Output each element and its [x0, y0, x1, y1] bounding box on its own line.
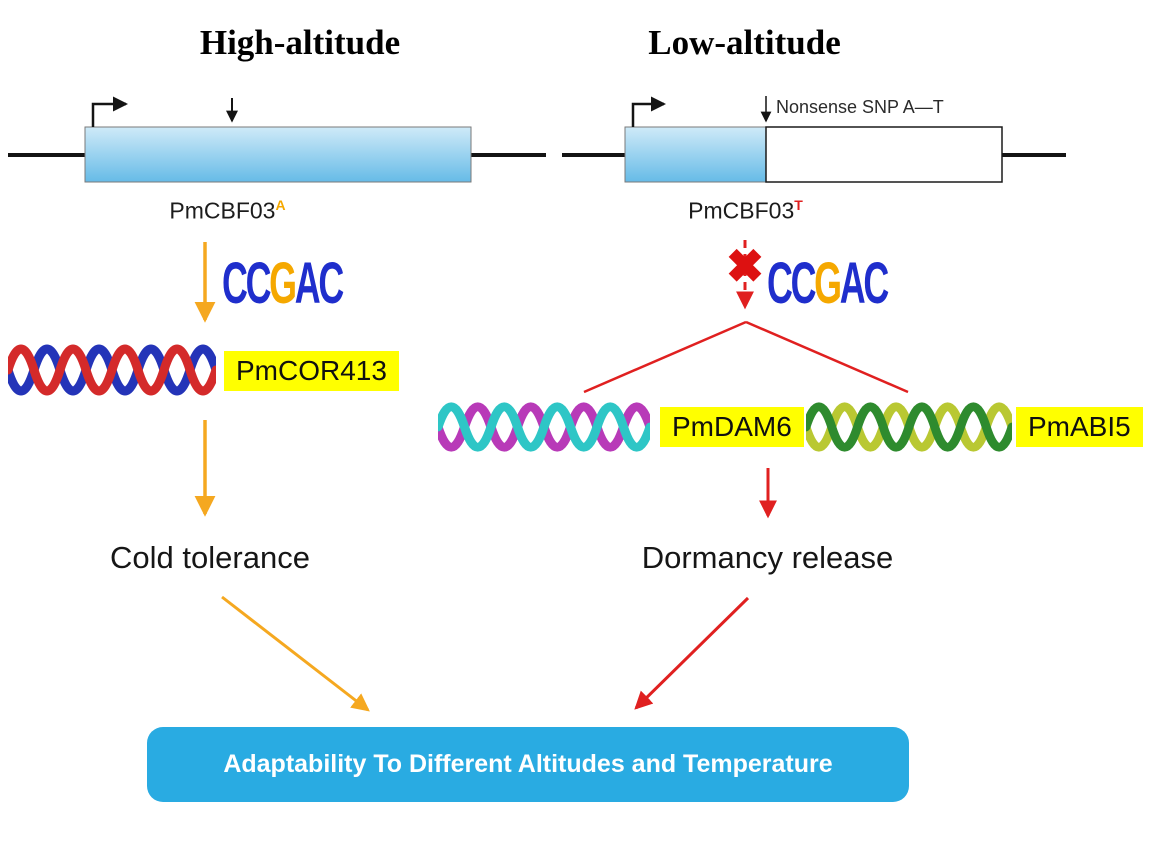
- high-ccgac-motif-logo: C C G A C: [222, 249, 344, 316]
- motif-letter: C: [222, 249, 248, 316]
- low-altitude-title: Low-altitude: [648, 23, 841, 62]
- snp-label: Nonsense SNP A—T: [776, 97, 944, 117]
- helix-strand: [8, 344, 216, 396]
- truncated-region-box: [765, 126, 1003, 183]
- motif-letter: A: [294, 249, 321, 316]
- gene-body-box: [624, 126, 767, 183]
- motif-letter: C: [767, 249, 793, 316]
- high-phenotype-text: Cold tolerance: [110, 540, 310, 575]
- target-gene-label-pmabi5: PmABI5: [1016, 407, 1143, 448]
- high-gene-diagram: [8, 96, 546, 183]
- gene-name-text: PmCBF03: [169, 197, 276, 224]
- low-fanout-line-left: [583, 320, 747, 394]
- dna-helix-pmabi5-icon: [806, 402, 1012, 452]
- target-gene-label-pmdam6: PmDAM6: [660, 407, 804, 448]
- low-phenotype-text: Dormancy release: [641, 540, 894, 575]
- motif-letter: G: [269, 249, 297, 316]
- high-outcome-arrow: [221, 595, 370, 712]
- motif-letter: A: [839, 249, 866, 316]
- allele-letter: T: [794, 197, 803, 213]
- low-fanout-line-right: [745, 320, 909, 394]
- high-gene-name: PmCBF03A: [140, 197, 315, 224]
- low-gene-diagram: Nonsense SNP A—T: [562, 96, 1066, 183]
- dna-helix-pmdam6-icon: [438, 402, 650, 452]
- outcome-banner: Adaptability To Different Altitudes and …: [147, 727, 909, 802]
- transcription-start-arrow: [91, 96, 129, 127]
- helix-strand: [806, 402, 1012, 452]
- motif-letter: C: [245, 249, 272, 316]
- motif-letter: C: [790, 249, 817, 316]
- motif-letter: C: [863, 249, 889, 316]
- motif-letter: G: [814, 249, 842, 316]
- low-outcome-arrow: [634, 596, 750, 710]
- blocked-cross-icon: ✖: [725, 240, 765, 292]
- motif-letter: C: [318, 249, 344, 316]
- helix-strand: [438, 402, 650, 452]
- high-altitude-title: High-altitude: [199, 23, 401, 62]
- low-gene-name: PmCBF03T: [658, 197, 833, 224]
- gene-name-text: PmCBF03: [688, 197, 795, 224]
- outcome-text: Adaptability To Different Altitudes and …: [223, 750, 833, 778]
- low-ccgac-motif-logo: C C G A C: [767, 249, 889, 316]
- dna-helix-pmcor413-icon: [8, 344, 216, 396]
- transcription-start-arrow: [631, 96, 667, 127]
- gene-body-box: [84, 126, 472, 183]
- target-gene-label-pmcor413: PmCOR413: [224, 351, 399, 392]
- allele-letter: A: [275, 197, 286, 213]
